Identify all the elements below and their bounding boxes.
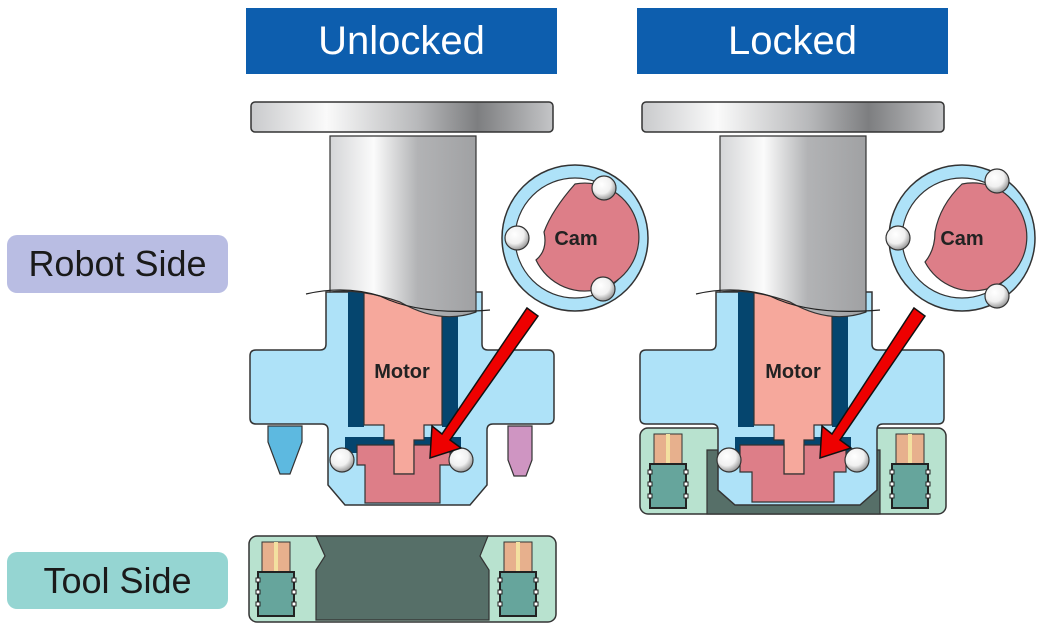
unlocked-shaft — [329, 135, 477, 318]
header-locked-label: Locked — [728, 18, 857, 63]
locked-flange — [641, 101, 945, 133]
robot-side-text: Robot Side — [28, 243, 207, 284]
unlocked-cam-label: Cam — [554, 228, 597, 250]
locked-connector-left — [645, 429, 691, 513]
locked-arrow — [819, 306, 927, 460]
unlocked-cam — [535, 182, 640, 292]
unlocked-pin-blue — [267, 425, 303, 475]
unlocked-motor-label: Motor — [374, 361, 430, 383]
tool-side-text: Tool Side — [43, 559, 192, 601]
tool-plate — [248, 535, 557, 623]
locked-connector-right — [887, 429, 933, 513]
locked-motor-label: Motor — [765, 361, 821, 383]
robot-side-label: Robot Side — [7, 235, 228, 293]
header-unlocked: Unlocked — [246, 8, 557, 74]
unlocked-flange — [250, 101, 554, 133]
unlocked-housing-left — [348, 292, 364, 427]
header-locked: Locked — [637, 8, 948, 74]
locked-cam-detail: Cam — [885, 164, 1036, 312]
locked-ball-left — [716, 447, 742, 473]
locked-ball-right — [844, 447, 870, 473]
unlocked-housing-right — [442, 292, 458, 427]
locked-shaft — [719, 135, 867, 318]
unlocked-pin-pink — [507, 425, 533, 477]
unlocked-arrow — [429, 306, 540, 460]
tool-connector-right — [495, 537, 541, 621]
header-unlocked-label: Unlocked — [318, 18, 485, 63]
locked-cam — [924, 182, 1028, 292]
locked-assembly: Motor Cam — [639, 101, 1036, 515]
tool-connector-left — [253, 537, 299, 621]
unlocked-ball-left — [329, 447, 355, 473]
unlocked-ball-right — [448, 447, 474, 473]
unlocked-cam-detail: Cam — [501, 164, 649, 312]
locked-cam-label: Cam — [940, 228, 983, 250]
locked-piston — [739, 444, 847, 503]
tool-side-label: Tool Side — [7, 552, 228, 609]
unlocked-assembly: Motor Cam — [249, 101, 649, 506]
